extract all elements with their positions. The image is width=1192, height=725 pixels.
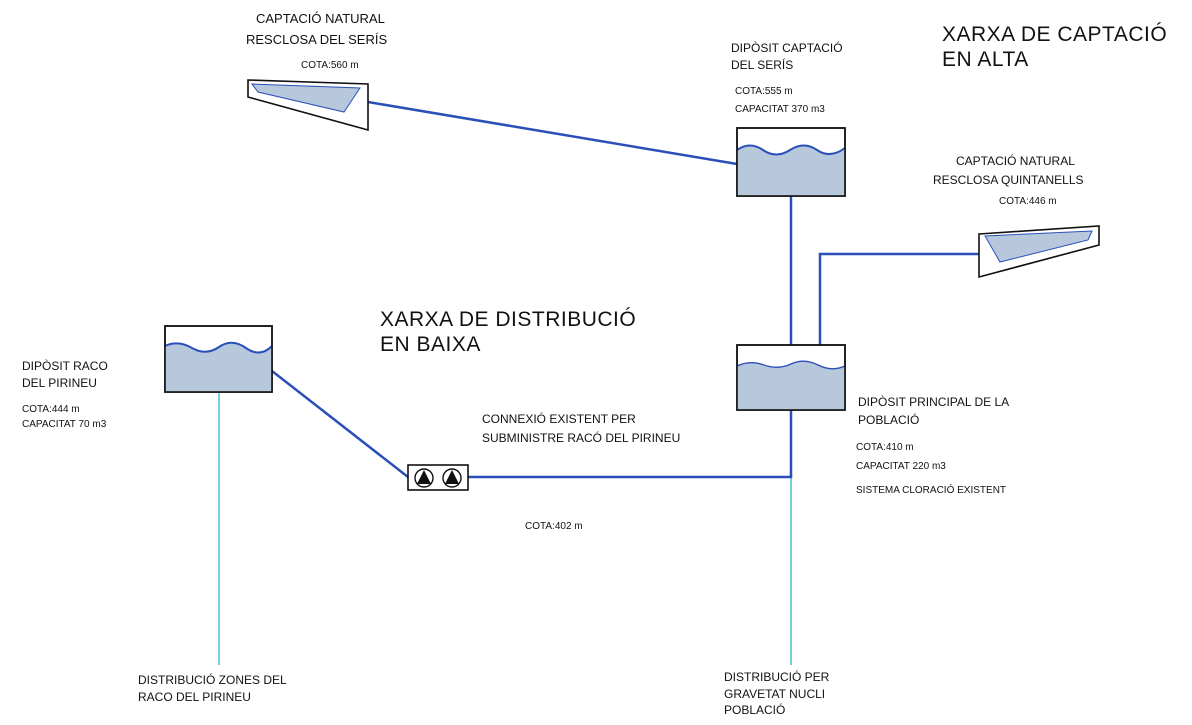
pipe-principal-to-bombes xyxy=(468,410,793,479)
label-line: DIPÒSIT PRINCIPAL DE LA xyxy=(858,395,1010,409)
cota-diposit-principal: COTA:410 m xyxy=(856,442,914,453)
title-line: XARXA DE DISTRIBUCIÓ xyxy=(380,308,637,331)
title-line: XARXA DE CAPTACIÓ xyxy=(942,23,1168,46)
label-diposit-raco: DIPÒSIT RACO DEL PIRINEU xyxy=(22,358,108,392)
title-xarxa-distribucio: XARXA DE DISTRIBUCIÓ EN BAIXA xyxy=(380,307,636,357)
label-line: CONNEXIÓ EXISTENT PER xyxy=(482,412,636,426)
water-surface-icon xyxy=(736,144,846,156)
label-line: DISTRIBUCIÓ PER xyxy=(724,670,830,684)
sistema-cloracio: SISTEMA CLORACIÓ EXISTENT xyxy=(856,485,1007,496)
pump-station xyxy=(407,464,469,491)
pipe-seris-captacio-to-diposit xyxy=(367,100,738,166)
title-line: EN BAIXA xyxy=(380,333,481,357)
title-line: EN ALTA xyxy=(942,48,1029,72)
capacitat-diposit-seris: CAPACITAT 370 m3 xyxy=(735,104,825,115)
label-line: DIPÒSIT CAPTACIÓ xyxy=(731,41,843,55)
cota-diposit-raco: COTA:444 m xyxy=(22,404,80,415)
capacitat-diposit-raco: CAPACITAT 70 m3 xyxy=(22,419,107,430)
label-line: RACO DEL PIRINEU xyxy=(138,689,251,704)
title-xarxa-captacio: XARXA DE CAPTACIÓ EN ALTA xyxy=(942,22,1167,72)
pipe-quintanells-to-principal xyxy=(818,252,979,345)
label-line: DEL PIRINEU xyxy=(22,375,97,390)
label-distribucio-nucli: DISTRIBUCIÓ PER GRAVETAT NUCLI POBLACIÓ xyxy=(724,669,829,719)
cota-captacio-seris: COTA:560 m xyxy=(301,60,359,71)
cota-diposit-seris: COTA:555 m xyxy=(735,86,793,97)
capacitat-diposit-principal: CAPACITAT 220 m3 xyxy=(856,461,946,472)
label-line: RESCLOSA QUINTANELLS xyxy=(933,172,1084,187)
label-diposit-principal: DIPÒSIT PRINCIPAL DE LA POBLACIÓ xyxy=(858,393,1009,429)
label-line: POBLACIÓ xyxy=(724,703,786,718)
label-captacio-quintanells: CAPTACIÓ NATURAL RESCLOSA QUINTANELLS xyxy=(933,152,1084,189)
diposit-raco-tank xyxy=(164,325,273,393)
label-line: POBLACIÓ xyxy=(858,413,920,427)
label-line: RESCLOSA DEL SERÍS xyxy=(246,31,388,47)
diposit-seris-tank xyxy=(736,127,846,197)
captacio-quintanells-wedge xyxy=(978,225,1100,279)
label-line: DEL SERÍS xyxy=(731,58,794,73)
label-captacio-seris: CAPTACIÓ NATURAL RESCLOSA DEL SERÍS xyxy=(246,10,387,48)
label-line: DISTRIBUCIÓ ZONES DEL xyxy=(138,673,287,687)
label-connexio-existent: CONNEXIÓ EXISTENT PER SUBMINISTRE RACÓ D… xyxy=(482,410,680,447)
pipe-bombes-to-raco xyxy=(271,370,409,478)
label-line: CAPTACIÓ NATURAL xyxy=(256,11,385,26)
label-distribucio-raco: DISTRIBUCIÓ ZONES DEL RACO DEL PIRINEU xyxy=(138,672,287,706)
label-line: GRAVETAT NUCLI xyxy=(724,686,826,701)
cota-bombes: COTA:402 m xyxy=(525,521,583,532)
water-surface-icon xyxy=(736,360,846,370)
label-line: SUBMINISTRE RACÓ DEL PIRINEU xyxy=(482,430,681,445)
cota-captacio-quintanells: COTA:446 m xyxy=(999,196,1057,207)
label-diposit-seris: DIPÒSIT CAPTACIÓ DEL SERÍS xyxy=(731,40,843,75)
diposit-principal-tank xyxy=(736,344,846,411)
captacio-seris-wedge xyxy=(247,79,369,132)
label-line: DIPÒSIT RACO xyxy=(22,359,108,373)
water-surface-icon xyxy=(164,341,273,354)
label-line: CAPTACIÓ NATURAL xyxy=(956,154,1075,168)
